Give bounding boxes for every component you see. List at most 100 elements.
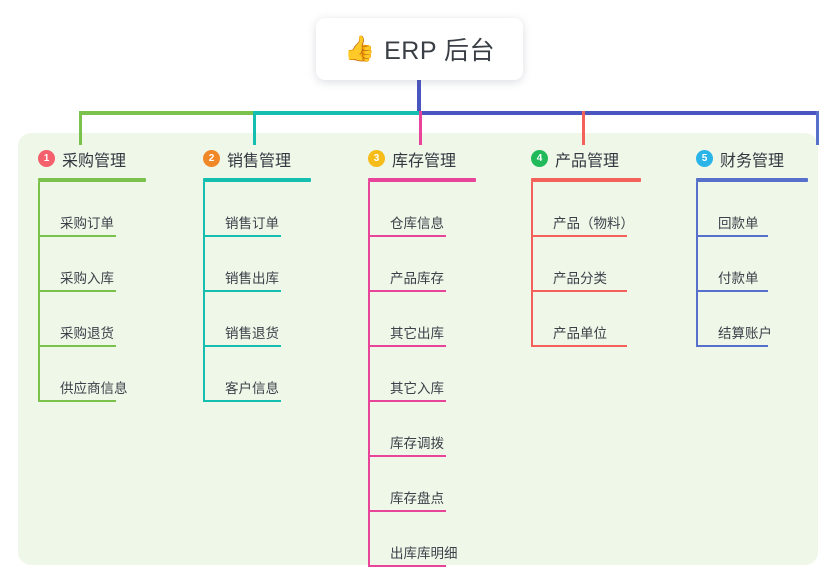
branch-item[interactable]: 仓库信息 [368, 182, 476, 237]
branch-item-label: 回款单 [718, 216, 759, 231]
branch-item-rule [696, 235, 768, 237]
column-trunk-line [531, 182, 533, 347]
branch-item-label: 供应商信息 [60, 381, 128, 396]
column-branch: 采购订单采购入库采购退货供应商信息 [38, 182, 146, 402]
branch-item[interactable]: 销售退货 [203, 292, 311, 347]
branch-item-label: 出库库明细 [390, 546, 458, 561]
branch-item-label: 结算账户 [718, 326, 772, 341]
branch-item-rule [368, 510, 446, 512]
column-header-4[interactable]: 4 产品管理 [531, 145, 641, 172]
column-number-badge: 2 [203, 150, 220, 167]
column-header-2[interactable]: 2 销售管理 [203, 145, 311, 172]
branch-item-label: 库存调拨 [390, 436, 444, 451]
branch-item-rule [203, 345, 281, 347]
branch-item-rule [531, 290, 627, 292]
branch-item-rule [531, 235, 627, 237]
branch-column-1: 1 采购管理采购订单采购入库采购退货供应商信息 [38, 145, 146, 402]
root-node-card[interactable]: 👍 ERP 后台 [316, 18, 523, 80]
connector-stem-column-3 [419, 111, 422, 145]
branch-item[interactable]: 出库库明细 [368, 512, 476, 567]
column-branch: 仓库信息产品库存其它出库其它入库库存调拨库存盘点出库库明细 [368, 182, 476, 567]
branch-item-label: 其它出库 [390, 326, 444, 341]
column-number-badge: 5 [696, 150, 713, 167]
branch-item-label: 采购入库 [60, 271, 114, 286]
branch-item[interactable]: 库存盘点 [368, 457, 476, 512]
branch-item-label: 销售出库 [225, 271, 279, 286]
branch-item-label: 仓库信息 [390, 216, 444, 231]
branch-item-rule [696, 290, 768, 292]
branch-column-3: 3 库存管理仓库信息产品库存其它出库其它入库库存调拨库存盘点出库库明细 [368, 145, 476, 567]
column-number-badge: 3 [368, 150, 385, 167]
connector-stem-column-5 [816, 111, 819, 145]
branch-item[interactable]: 其它出库 [368, 292, 476, 347]
branch-item-label: 产品单位 [553, 326, 607, 341]
root-node-title: ERP 后台 [384, 37, 496, 65]
branch-item-label: 库存盘点 [390, 491, 444, 506]
branch-item-label: 产品（物料） [553, 216, 634, 231]
diagram-background-panel [18, 133, 818, 565]
branch-item[interactable]: 产品库存 [368, 237, 476, 292]
column-header-5[interactable]: 5 财务管理 [696, 145, 808, 172]
branch-column-5: 5 财务管理回款单付款单结算账户 [696, 145, 808, 347]
branch-item-label: 销售退货 [225, 326, 279, 341]
branch-item[interactable]: 销售订单 [203, 182, 311, 237]
branch-item-label: 客户信息 [225, 381, 279, 396]
branch-item-label: 销售订单 [225, 216, 279, 231]
column-header-rule [368, 178, 476, 182]
branch-item[interactable]: 采购退货 [38, 292, 146, 347]
column-header-rule [531, 178, 641, 182]
branch-item[interactable]: 其它入库 [368, 347, 476, 402]
branch-item[interactable]: 产品单位 [531, 292, 641, 347]
branch-item-rule [368, 565, 446, 567]
column-title: 产品管理 [555, 152, 620, 170]
connector-stem-column-2 [253, 111, 256, 145]
branch-item-rule [203, 235, 281, 237]
branch-item[interactable]: 产品分类 [531, 237, 641, 292]
branch-item-rule [368, 400, 446, 402]
branch-item[interactable]: 回款单 [696, 182, 808, 237]
branch-item[interactable]: 付款单 [696, 237, 808, 292]
branch-item-rule [368, 455, 446, 457]
column-header-1[interactable]: 1 采购管理 [38, 145, 146, 172]
column-header-rule [203, 178, 311, 182]
column-title: 库存管理 [392, 152, 457, 170]
branch-item[interactable]: 采购入库 [38, 237, 146, 292]
branch-item-rule [696, 345, 768, 347]
column-header-rule [38, 178, 146, 182]
column-branch: 回款单付款单结算账户 [696, 182, 808, 347]
branch-item[interactable]: 供应商信息 [38, 347, 146, 402]
branch-item-label: 其它入库 [390, 381, 444, 396]
column-header-rule [696, 178, 808, 182]
connector-stem-column-4 [582, 111, 585, 145]
branch-column-2: 2 销售管理销售订单销售出库销售退货客户信息 [203, 145, 311, 402]
thumbs-up-icon: 👍 [343, 34, 376, 63]
column-number-badge: 1 [38, 150, 55, 167]
connector-stem-column-1 [79, 111, 82, 145]
branch-item[interactable]: 库存调拨 [368, 402, 476, 457]
connector-bus-segment-middle [253, 111, 423, 115]
column-trunk-line [38, 182, 40, 402]
branch-item[interactable]: 产品（物料） [531, 182, 641, 237]
branch-item-rule [203, 400, 281, 402]
column-title: 销售管理 [227, 152, 292, 170]
branch-item-rule [38, 235, 116, 237]
branch-item-label: 产品分类 [553, 271, 607, 286]
column-header-3[interactable]: 3 库存管理 [368, 145, 476, 172]
branch-item-rule [368, 290, 446, 292]
branch-item-rule [368, 345, 446, 347]
connector-root-stem [417, 80, 421, 113]
column-title: 采购管理 [62, 152, 127, 170]
connector-bus-segment-right [419, 111, 819, 115]
branch-column-4: 4 产品管理产品（物料） 产品分类产品单位 [531, 145, 641, 347]
branch-item-rule [368, 235, 446, 237]
column-trunk-line [368, 182, 370, 567]
branch-item-rule [203, 290, 281, 292]
column-trunk-line [203, 182, 205, 402]
branch-item[interactable]: 客户信息 [203, 347, 311, 402]
column-number-badge: 4 [531, 150, 548, 167]
column-title: 财务管理 [720, 152, 785, 170]
branch-item[interactable]: 结算账户 [696, 292, 808, 347]
branch-item[interactable]: 销售出库 [203, 237, 311, 292]
branch-item-label: 付款单 [718, 271, 759, 286]
branch-item[interactable]: 采购订单 [38, 182, 146, 237]
